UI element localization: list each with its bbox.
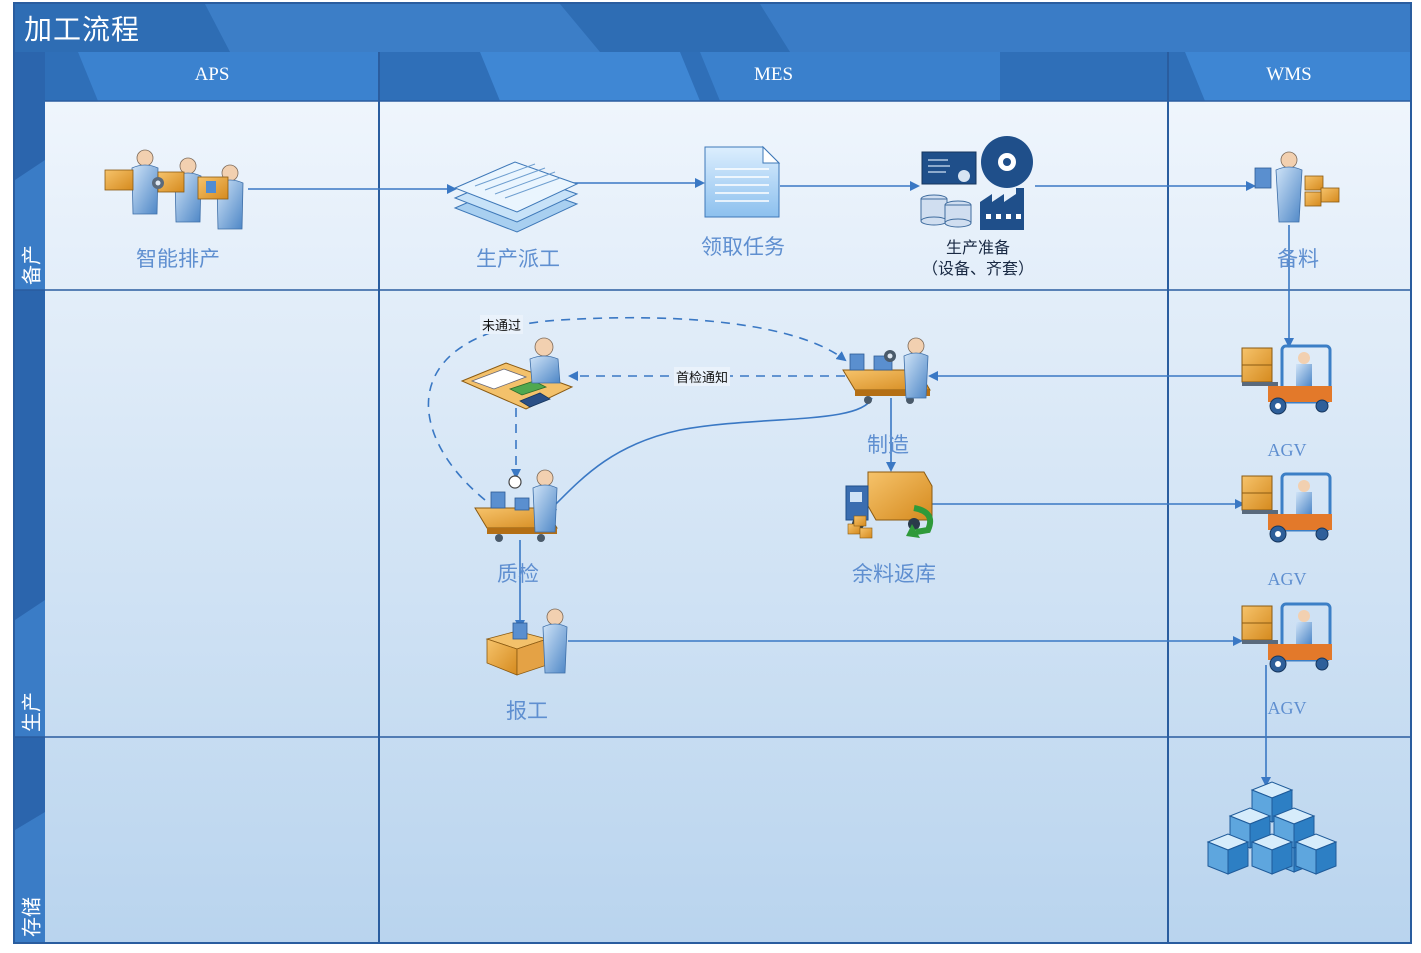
column-header-wms: WMS xyxy=(1266,64,1312,85)
node-label-quality-check: 质检 xyxy=(497,562,539,586)
lane-label-prepare: 备产 xyxy=(19,245,44,285)
material-prep-icon xyxy=(1254,151,1340,223)
prep-line-2: （设备、齐套） xyxy=(921,259,1034,278)
node-label-manufacture: 制造 xyxy=(867,433,909,457)
node-label-report: 报工 xyxy=(506,699,548,723)
edge-label-failed: 未通过 xyxy=(480,315,524,334)
node-label-return-material: 余料返库 xyxy=(852,562,936,586)
edge-failed-loop xyxy=(427,316,847,501)
node-label-agv-3: AGV xyxy=(1267,698,1307,718)
node-label-production-prep: 生产准备 （设备、齐套） xyxy=(898,237,1058,279)
lane-label-production: 生产 xyxy=(19,692,44,732)
node-label-material-prep: 备料 xyxy=(1277,247,1319,271)
node-label-receive-task: 领取任务 xyxy=(701,235,785,259)
manufacturing-icon xyxy=(842,337,931,404)
scheduling-workers-icon xyxy=(104,149,244,230)
column-header-aps: APS xyxy=(194,64,230,85)
node-label-agv-2: AGV xyxy=(1267,569,1307,589)
flow-connectors xyxy=(248,178,1294,787)
prep-line-1: 生产准备 xyxy=(945,238,1010,257)
document-stack-icon xyxy=(453,161,579,233)
node-label-smart-scheduling: 智能排产 xyxy=(136,247,220,271)
document-icon xyxy=(704,145,781,218)
node-label-dispatch: 生产派工 xyxy=(476,247,560,271)
lane-label-storage: 存储 xyxy=(19,897,44,937)
agv-forklift-icon xyxy=(1241,602,1332,673)
node-label-agv-1: AGV xyxy=(1267,440,1307,460)
agv-forklift-icon xyxy=(1241,472,1332,543)
column-header-mes: MES xyxy=(753,64,794,85)
edge-label-first-inspection: 首检通知 xyxy=(674,367,731,386)
storage-cubes-icon xyxy=(1207,781,1337,875)
production-prep-icon xyxy=(920,136,1033,230)
page-title: 加工流程 xyxy=(24,13,141,46)
agv-forklift-icon xyxy=(1241,344,1332,415)
inspection-desk-icon xyxy=(460,337,574,410)
report-work-icon xyxy=(485,608,568,676)
quality-check-icon xyxy=(474,469,558,542)
return-truck-icon xyxy=(845,471,934,539)
edge-manufacture-qc xyxy=(546,397,873,514)
